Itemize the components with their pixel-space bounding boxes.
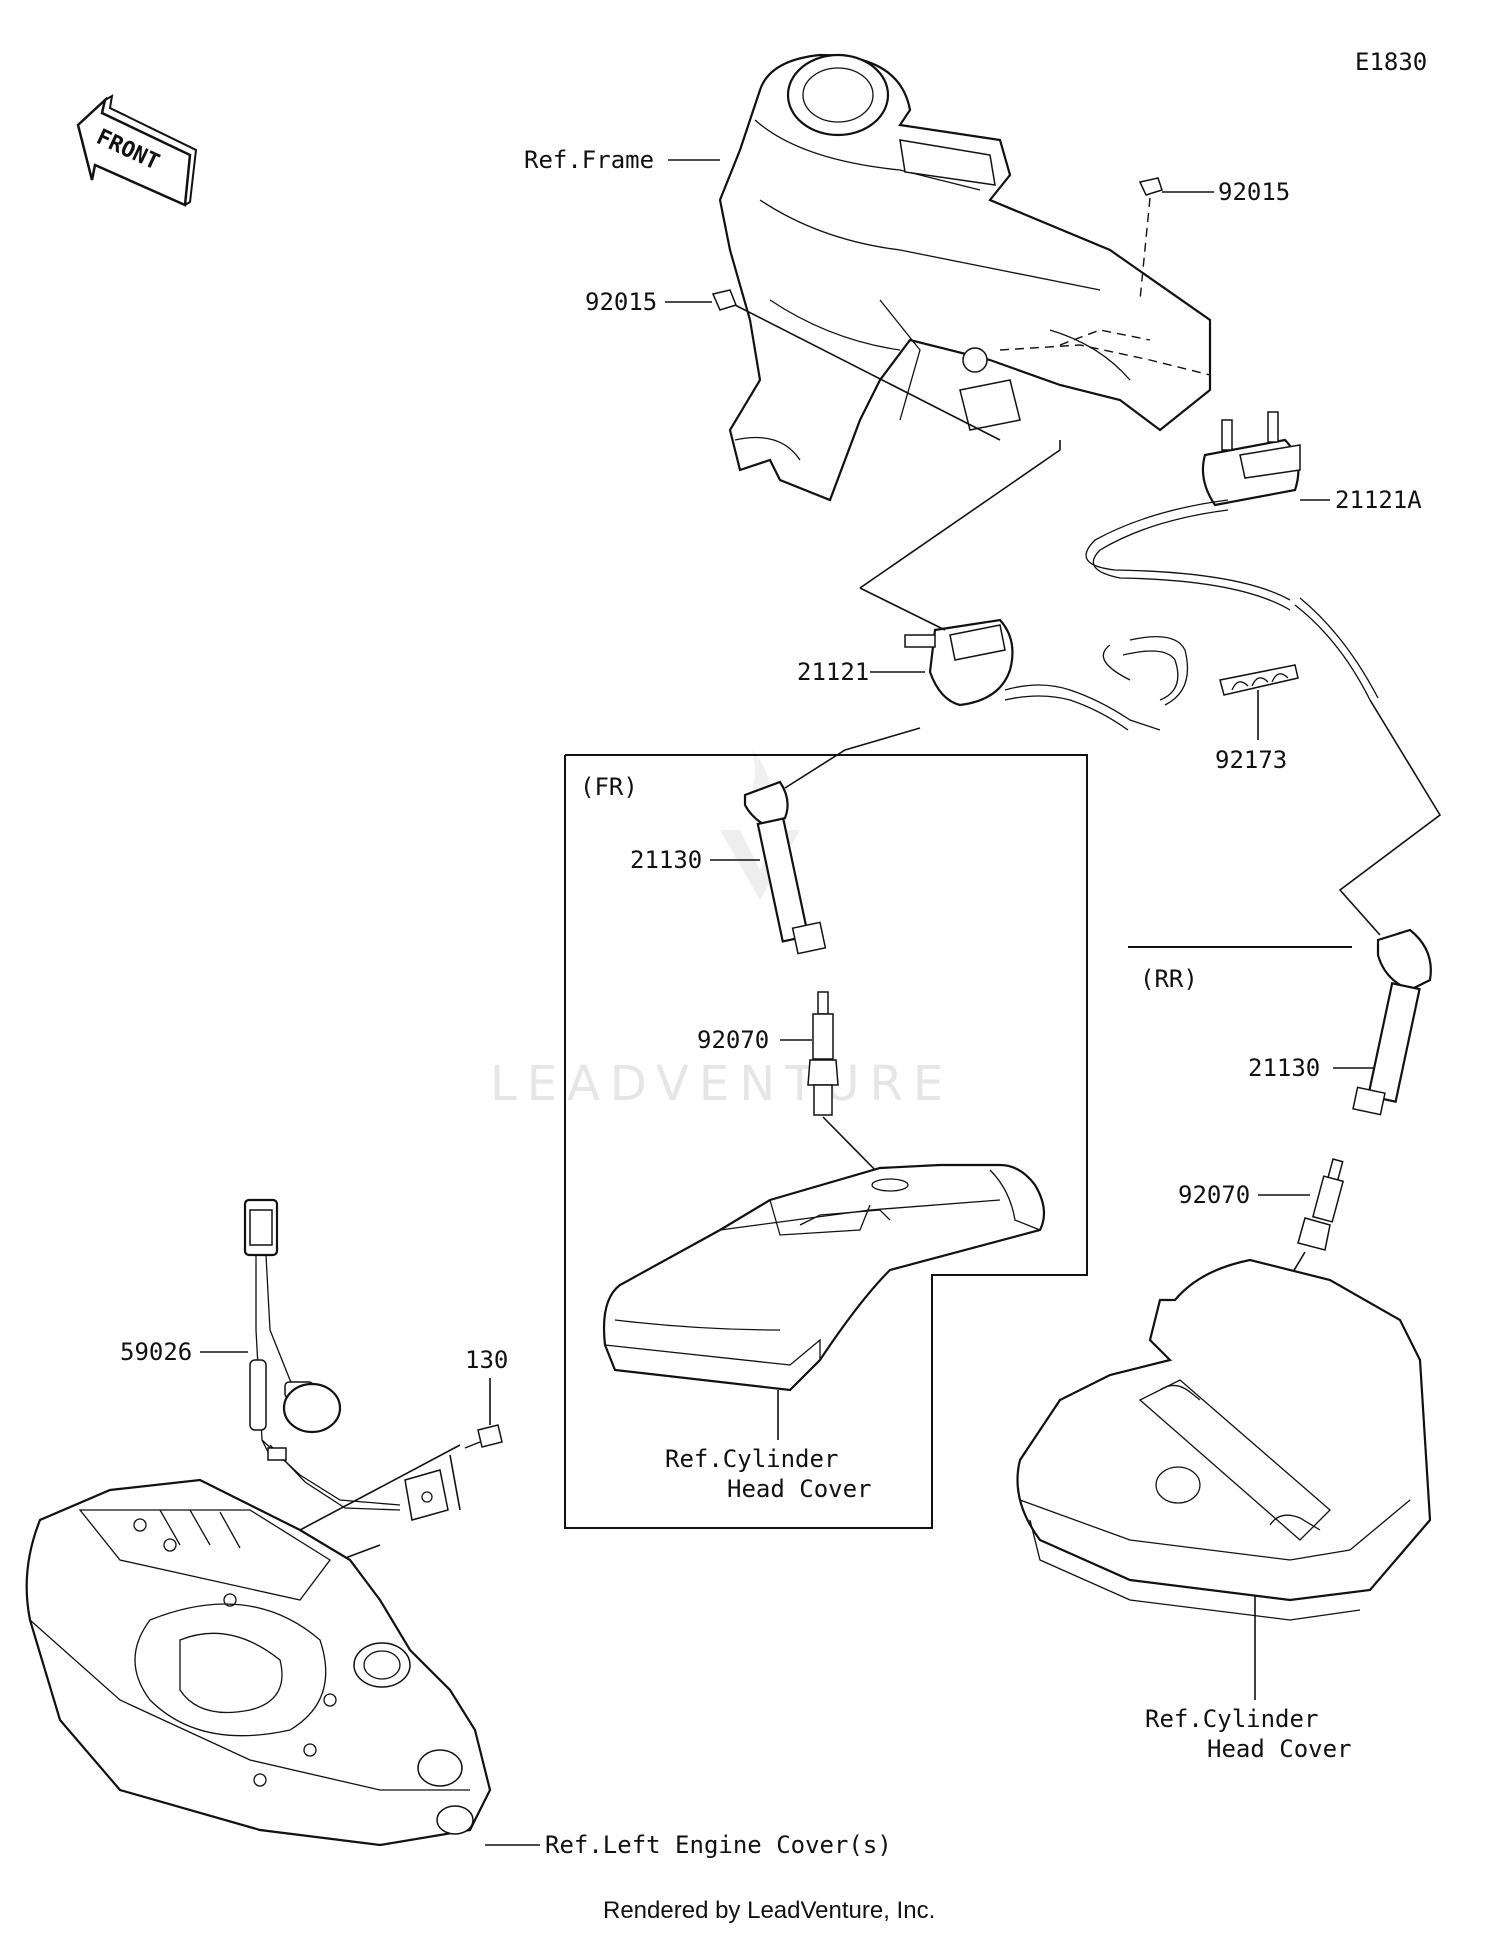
watermark-text: LEADVENTURE [490, 1056, 953, 1112]
nut-left [711, 289, 737, 311]
rear-section-label: (RR) [1140, 965, 1198, 993]
diagram-id: E1830 [1355, 48, 1427, 76]
coil-front-label: 21121 [797, 658, 869, 686]
cylinder-head-cover-front [602, 1163, 1046, 1392]
frame-drawing [718, 53, 1212, 502]
ignition-coil-front [904, 618, 1189, 731]
cover-rear-line2: Head Cover [1207, 1735, 1352, 1763]
plug-cap-rear [1352, 928, 1432, 1116]
clamp [1219, 664, 1299, 696]
front-section-label: (FR) [580, 773, 638, 801]
cover-front-line1: Ref.Cylinder [665, 1445, 838, 1473]
plug-front-label: 92070 [697, 1026, 769, 1054]
nut-top [1138, 177, 1163, 196]
bolt [464, 1424, 503, 1449]
nut-top-label: 92015 [1218, 178, 1290, 206]
footer-credit: Rendered by LeadVenture, Inc. [603, 1897, 935, 1924]
engine-cover-label: Ref.Left Engine Cover(s) [545, 1831, 892, 1859]
plug-cap-front [743, 780, 827, 955]
clamp-label: 92173 [1215, 746, 1287, 774]
bolt-label: 130 [465, 1346, 508, 1374]
watermark: LEADVENTURE [490, 750, 953, 1112]
sensor-label: 59026 [120, 1338, 192, 1366]
cap-front-label: 21130 [630, 846, 702, 874]
front-arrow-icon: FRONT [76, 94, 198, 207]
coil-rear-label: 21121A [1335, 486, 1422, 514]
cap-rear-label: 21130 [1248, 1054, 1320, 1082]
nut-left-label: 92015 [585, 288, 657, 316]
cover-front-line2: Head Cover [727, 1475, 872, 1503]
front-section-box [564, 754, 1088, 1529]
ignition-coil-rear [1085, 411, 1379, 701]
ref-frame-label: Ref.Frame [524, 146, 654, 174]
spark-plug-rear [1297, 1158, 1345, 1251]
cover-rear-line1: Ref.Cylinder [1145, 1705, 1318, 1733]
spark-plug-front [807, 991, 839, 1116]
left-engine-cover [25, 1478, 492, 1847]
cylinder-head-cover-rear [1016, 1258, 1432, 1621]
sensor-assembly [243, 1198, 449, 1521]
plug-rear-label: 92070 [1178, 1181, 1250, 1209]
